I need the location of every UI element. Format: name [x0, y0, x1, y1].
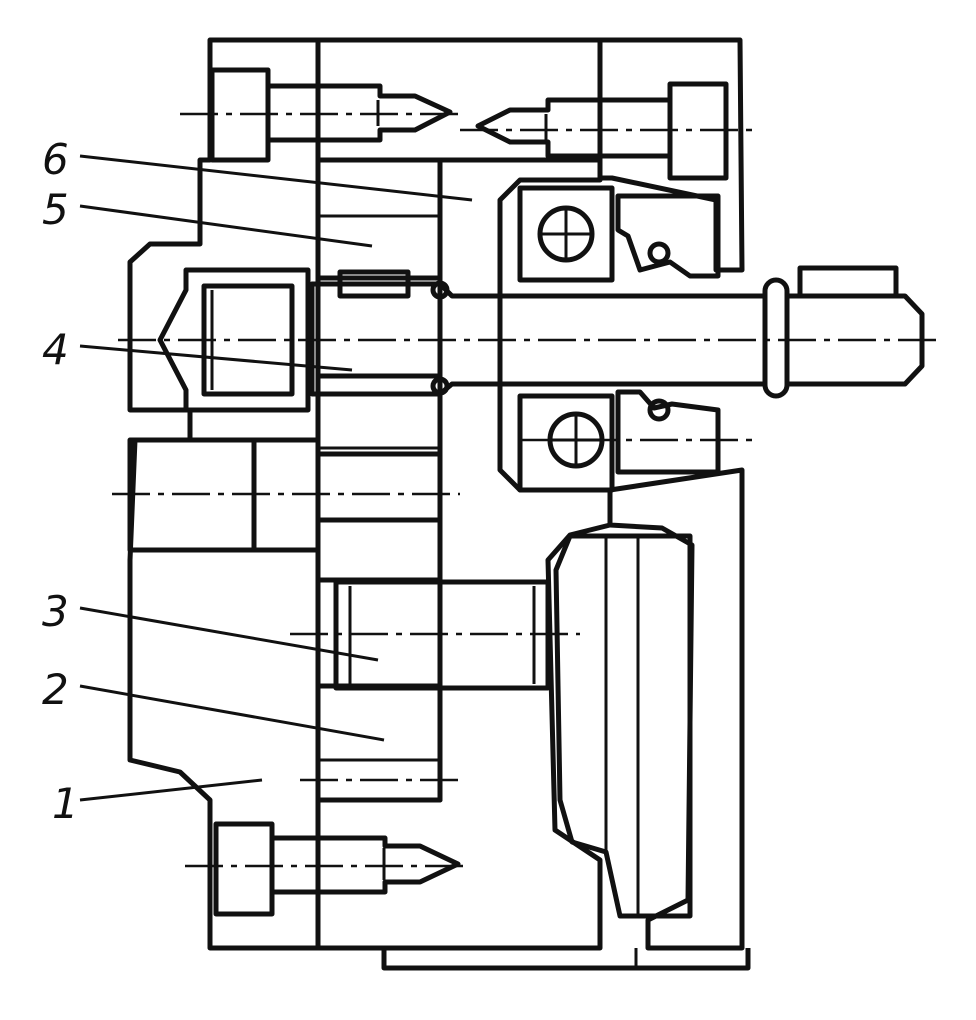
lower-bearing [517, 393, 615, 493]
drive-shaft [309, 265, 925, 399]
drive-gear [315, 157, 443, 457]
centerlines [112, 112, 940, 868]
label-4: 4 [42, 325, 69, 374]
label-6: 6 [42, 135, 69, 184]
label-2: 2 [42, 665, 69, 714]
leader-lines [79, 154, 473, 802]
label-5: 5 [42, 185, 69, 234]
shaft-seal [615, 193, 721, 475]
upper-bearing [517, 185, 615, 283]
pressure-pocket [553, 533, 693, 919]
pump-body [315, 37, 613, 951]
mounting-foot [381, 948, 751, 971]
label-1: 1 [52, 779, 79, 828]
label-3: 3 [42, 587, 69, 636]
bolt-bottom-left [213, 821, 461, 917]
